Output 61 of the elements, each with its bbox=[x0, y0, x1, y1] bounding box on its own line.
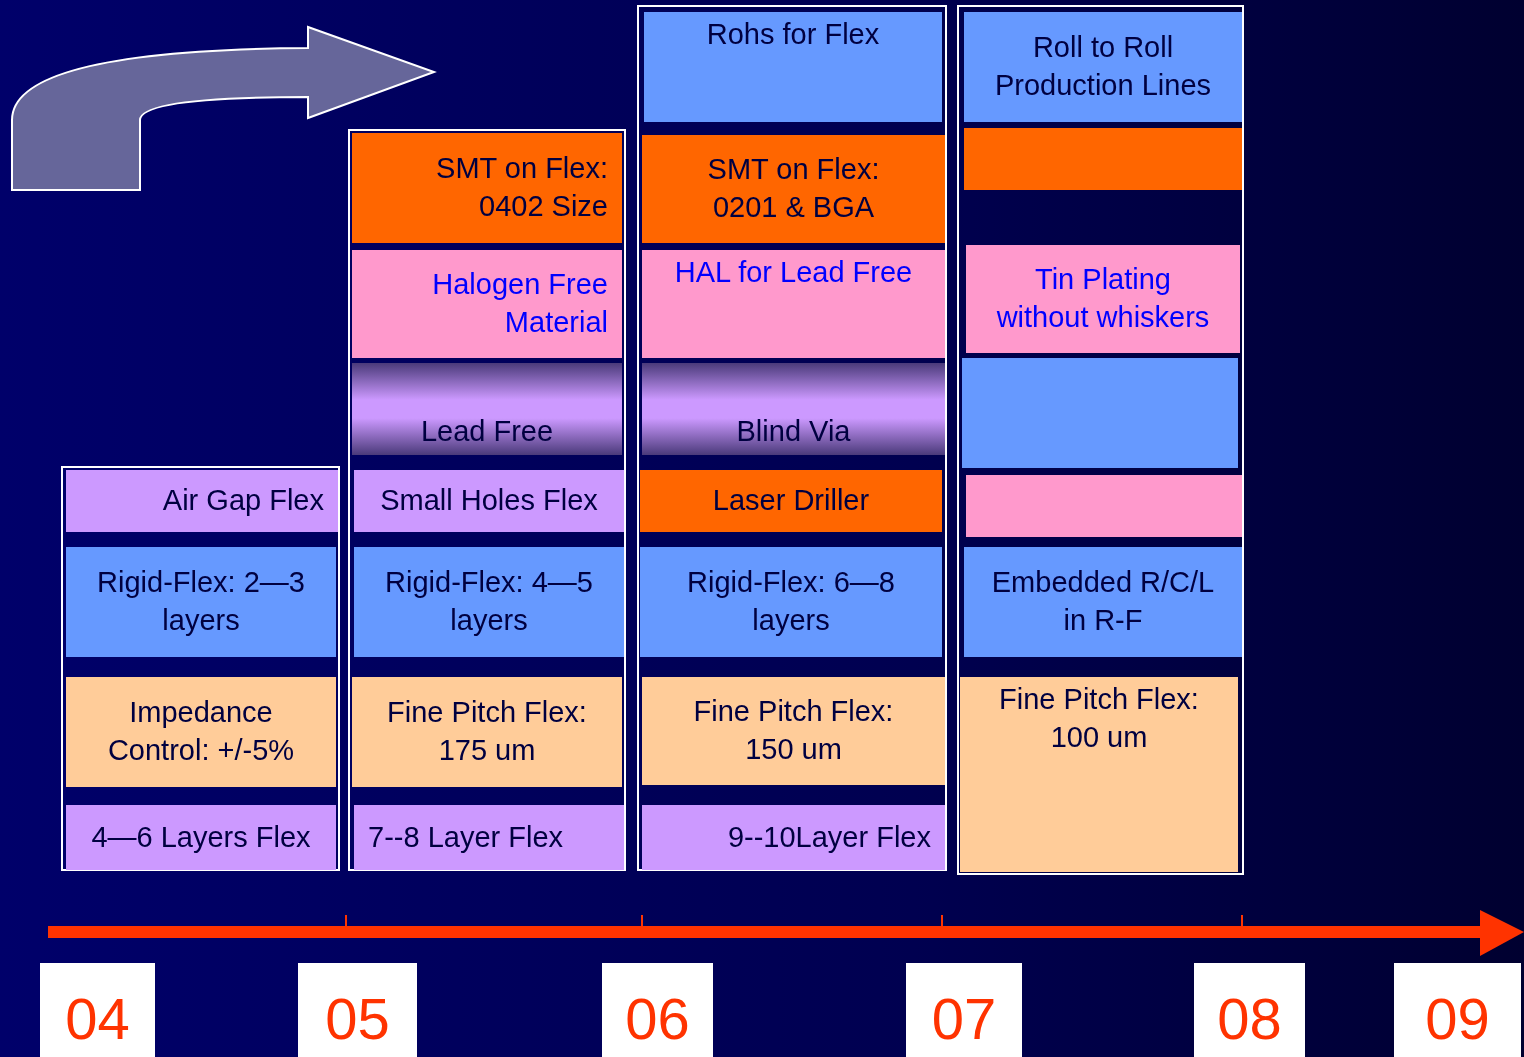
technology-box bbox=[352, 250, 622, 358]
box-label: Rohs for Flex bbox=[706, 17, 880, 52]
technology-box bbox=[640, 547, 942, 657]
technology-box bbox=[66, 470, 338, 532]
year-label: 04 bbox=[65, 987, 130, 1051]
box-label: Fine Pitch Flex: 175 um bbox=[386, 695, 588, 768]
technology-box bbox=[642, 363, 945, 455]
technology-box bbox=[352, 677, 622, 787]
box-label: SMT on Flex: 0201 & BGA bbox=[706, 152, 881, 225]
box-label: SMT on Flex: 0402 Size bbox=[435, 151, 608, 224]
box-label: Impedance Control: +/-5% bbox=[106, 695, 296, 768]
box-label: 7--8 Layer Flex bbox=[368, 819, 563, 855]
box-label: Air Gap Flex bbox=[162, 483, 324, 519]
box-label: 9--10Layer Flex bbox=[727, 819, 931, 855]
box-label: Rigid-Flex: 4—5 layers bbox=[384, 565, 594, 638]
year-label: 09 bbox=[1425, 987, 1490, 1051]
technology-box bbox=[66, 547, 336, 657]
technology-box bbox=[354, 805, 624, 870]
year-label-box bbox=[1194, 963, 1305, 1057]
technology-box bbox=[966, 245, 1240, 353]
empty-box bbox=[964, 128, 1242, 190]
year-label: 07 bbox=[931, 987, 997, 1051]
technology-box bbox=[352, 133, 622, 243]
year-label: 05 bbox=[325, 987, 390, 1051]
year-label-box bbox=[602, 963, 713, 1057]
year-label: 06 bbox=[625, 987, 690, 1051]
technology-box bbox=[642, 805, 945, 870]
technology-box bbox=[964, 547, 1242, 657]
technology-box bbox=[642, 135, 945, 243]
year-label-box bbox=[298, 963, 417, 1057]
box-label: Embedded R/C/L in R-F bbox=[990, 565, 1216, 638]
year-label-box bbox=[1394, 963, 1521, 1057]
technology-box bbox=[640, 470, 942, 532]
year-label-box bbox=[40, 963, 155, 1057]
technology-box bbox=[960, 677, 1238, 872]
box-label: Halogen Free Material bbox=[431, 267, 608, 340]
box-label: Tin Plating without whiskers bbox=[996, 262, 1210, 335]
technology-box bbox=[352, 363, 622, 455]
year-label: 08 bbox=[1217, 987, 1282, 1051]
box-label: Fine Pitch Flex: 100 um bbox=[998, 682, 1200, 755]
technology-box bbox=[964, 12, 1242, 122]
empty-box bbox=[966, 475, 1242, 537]
box-label: Lead Free bbox=[420, 414, 554, 450]
technology-box bbox=[354, 470, 624, 532]
technology-box bbox=[642, 250, 945, 358]
box-label: Rigid-Flex: 2—3 layers bbox=[96, 565, 306, 638]
technology-box bbox=[642, 677, 945, 785]
empty-box bbox=[962, 358, 1238, 468]
year-label-box bbox=[906, 963, 1022, 1057]
technology-box bbox=[354, 547, 624, 657]
box-label: Fine Pitch Flex: 150 um bbox=[692, 694, 895, 767]
box-label: HAL for Lead Free bbox=[674, 255, 913, 290]
box-label: Small Holes Flex bbox=[380, 483, 598, 519]
box-label: Rigid-Flex: 6—8 layers bbox=[686, 565, 896, 638]
technology-box bbox=[644, 12, 942, 122]
box-label: 4—6 Layers Flex bbox=[91, 819, 311, 855]
technology-box bbox=[66, 677, 336, 787]
box-label: Roll to Roll Production Lines bbox=[994, 30, 1212, 103]
technology-box bbox=[66, 805, 336, 870]
box-label: Blind Via bbox=[736, 414, 851, 450]
box-label: Laser Driller bbox=[712, 483, 870, 519]
